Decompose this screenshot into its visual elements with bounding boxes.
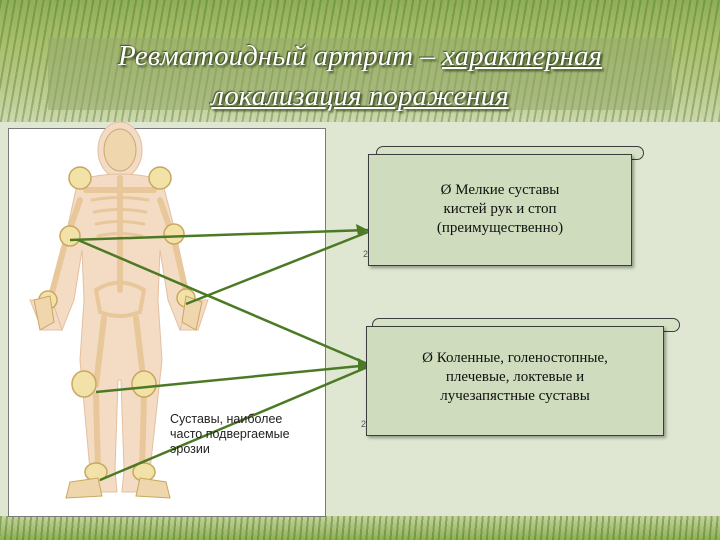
caption-line: часто подвергаемые bbox=[170, 427, 290, 441]
pointer-box1-to-elbow bbox=[69, 228, 369, 242]
info-box-large-joints: Ø Коленные, голеностопные, плечевые, лок… bbox=[361, 326, 664, 436]
joint-elbow-left bbox=[163, 223, 185, 245]
joint-shoulder-right bbox=[68, 166, 92, 190]
joint-shoulder-left bbox=[148, 166, 172, 190]
pointer-box2-to-elbow bbox=[77, 238, 371, 367]
info-box-small-joints: Ø Мелкие суставы кистей рук и стоп (преи… bbox=[363, 154, 632, 266]
info-box-line: Ø Коленные, голеностопные, bbox=[422, 350, 608, 366]
title-part-1: Ревматоидный артрит – bbox=[118, 40, 443, 72]
title-part-2: характерная bbox=[442, 40, 602, 72]
info-box-text: Ø Коленные, голеностопные, плечевые, лок… bbox=[367, 349, 663, 406]
title-part-3: локализация поражения bbox=[211, 80, 509, 112]
info-box-line: лучезапястные суставы bbox=[440, 388, 590, 404]
joint-knee-left bbox=[131, 370, 157, 398]
pointer-box2-to-ankle bbox=[99, 364, 371, 482]
pointer-arrowheads bbox=[356, 224, 370, 370]
caption-line: Суставы, наиболее bbox=[170, 412, 283, 426]
slide-title: Ревматоидный артрит – характерная локали… bbox=[48, 36, 672, 116]
page-mark: 2 bbox=[363, 249, 369, 259]
info-box-line: (преимущественно) bbox=[436, 220, 564, 236]
skull bbox=[103, 128, 137, 172]
title-band bbox=[48, 38, 672, 110]
joint-knee-right bbox=[71, 370, 97, 398]
joint-elbow-right bbox=[59, 225, 81, 247]
page-mark: 2 bbox=[361, 419, 367, 429]
grass-background-bottom bbox=[0, 516, 720, 540]
pointer-box1-to-wrist bbox=[185, 230, 369, 306]
pointer-lines bbox=[69, 228, 371, 482]
caption-line: эрозии bbox=[170, 442, 210, 456]
info-box-line: Ø Мелкие суставы bbox=[440, 182, 560, 198]
bullet-arrow-icon: Ø bbox=[422, 350, 433, 366]
pointer-box2-to-knee bbox=[95, 363, 371, 394]
info-box-text: Ø Мелкие суставы кистей рук и стоп (преи… bbox=[369, 181, 631, 238]
bullet-arrow-icon: Ø bbox=[440, 182, 452, 198]
info-box-line: плечевые, локтевые и bbox=[445, 369, 585, 385]
info-box-line: кистей рук и стоп bbox=[443, 201, 557, 217]
figure-caption: Суставы, наиболее часто подвергаемые эро… bbox=[170, 412, 320, 457]
